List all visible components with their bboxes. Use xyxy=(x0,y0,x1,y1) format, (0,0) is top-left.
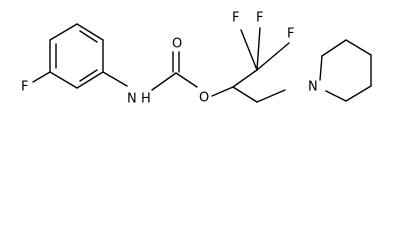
chemical-structure-diagram: F N H O O F F F N xyxy=(21,11,372,107)
bond xyxy=(76,71,104,89)
bond xyxy=(49,23,78,41)
atom-label-fluorine: F xyxy=(21,80,28,95)
bond xyxy=(211,86,234,97)
double-bond-inner xyxy=(79,30,98,43)
atom-label-oxygen-ester: O xyxy=(199,91,209,106)
bond xyxy=(325,90,347,102)
atom-label-oxygen-carbonyl: O xyxy=(172,37,182,52)
fluorophenyl-ring xyxy=(49,23,104,89)
bond xyxy=(102,71,128,87)
bond xyxy=(232,69,258,88)
atom-label-hydrogen: H xyxy=(141,92,151,107)
bond xyxy=(151,72,177,91)
bond xyxy=(175,72,198,88)
trifluoromethyl-group: F F F xyxy=(232,11,294,71)
bond xyxy=(49,71,78,89)
bond xyxy=(76,23,104,41)
bond xyxy=(321,39,347,57)
bond xyxy=(319,55,323,81)
bond xyxy=(240,29,258,71)
atom-label-nitrogen-piperidine: N xyxy=(308,80,318,95)
bond xyxy=(256,27,261,71)
atom-label-nitrogen: N xyxy=(127,92,137,107)
atom-label-fluorine: F xyxy=(287,27,294,42)
bond xyxy=(32,71,51,83)
piperidine-ring xyxy=(319,39,372,102)
double-bond-inner xyxy=(79,69,98,82)
bond xyxy=(345,85,372,102)
bond xyxy=(232,86,258,103)
bond xyxy=(345,39,372,56)
bond xyxy=(256,89,286,103)
atom-label-fluorine: F xyxy=(232,11,239,26)
bond xyxy=(256,42,290,71)
atom-label-fluorine: F xyxy=(256,11,263,26)
